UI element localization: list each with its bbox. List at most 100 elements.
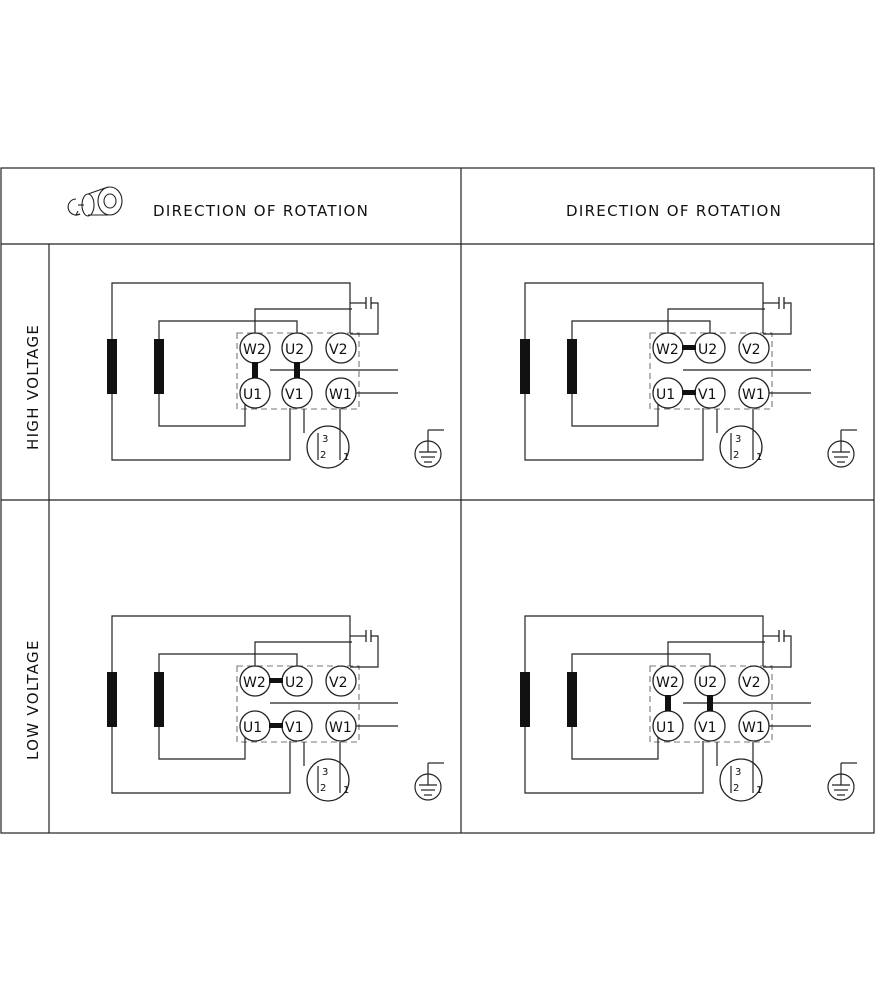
wire-yellow [158,320,298,339]
capacitor-icon [778,630,785,642]
terminal-label-v1: V1 [698,720,716,736]
ground-icon [414,762,444,801]
aux-winding [567,672,577,727]
row-label-high-voltage: HIGH VOLTAGE [24,324,42,450]
terminal-label-v1: V1 [285,387,303,403]
terminal-label-w1: W1 [742,387,765,403]
thermal-protector-icon: 3 2 1 [306,758,350,802]
header-row: DIRECTION OF ROTATION DIRECTION OF ROTAT… [67,186,781,220]
terminal-v2 [325,332,357,364]
main-winding [520,672,530,727]
switch-pin-2: 2 [733,450,739,461]
thermal-protector-icon: 3 2 1 [719,758,763,802]
terminal-label-w2: W2 [243,342,266,358]
switch-pin-2: 2 [320,783,326,794]
terminal-v2 [738,332,770,364]
wire-blue [111,727,291,794]
terminal-label-v1: V1 [698,387,716,403]
switch-pin-1: 1 [343,452,349,463]
switch-pin-3: 3 [322,767,328,778]
wire-black [524,615,764,672]
wire-brown [571,726,659,760]
switch-pin-2: 2 [320,450,326,461]
terminal-v2 [325,665,357,697]
rotation-direction-icon [67,186,123,217]
wire-yellow [158,653,298,672]
wire-capacitor-right [350,635,379,668]
main-winding [107,339,117,394]
switch-pin-3: 3 [735,767,741,778]
aux-winding [154,339,164,394]
thermal-protector-icon: 3 2 1 [719,425,763,469]
wire-black [524,282,764,339]
thermal-protector-icon: 3 2 1 [306,425,350,469]
bridge-w2-u1 [252,362,258,378]
ground-icon [827,762,857,801]
bridge-w2-u2 [682,345,696,350]
wire-yellow [571,653,711,672]
terminal-label-w1: W1 [742,720,765,736]
terminal-label-v2: V2 [329,342,347,358]
wire-brown [571,393,659,427]
terminal-label-u1: U1 [243,387,262,403]
switch-pin-1: 1 [756,785,762,796]
terminal-label-v2: V2 [742,675,760,691]
capacitor-icon [365,630,372,642]
terminal-label-w1: W1 [329,387,352,403]
wire-blue [111,394,291,461]
terminal-label-w2: W2 [243,675,266,691]
ground-icon [414,429,444,468]
switch-pin-1: 1 [756,452,762,463]
terminal-label-u2: U2 [285,342,304,358]
wire-capacitor-right [763,635,792,668]
wire-yellow-w2 [667,641,765,666]
terminal-label-u2: U2 [698,342,717,358]
wire-yellow-w2 [254,641,352,666]
wire-capacitor-right [763,302,792,335]
terminal-label-w2: W2 [656,342,679,358]
wire-blue [524,727,704,794]
terminal-label-w2: W2 [656,675,679,691]
bridge-u1-v1 [269,723,283,728]
terminal-label-v2: V2 [742,342,760,358]
terminal-label-u2: U2 [285,675,304,691]
capacitor-icon [365,297,372,309]
terminal-label-u1: U1 [243,720,262,736]
main-winding [107,672,117,727]
bridge-u1-v1 [682,390,696,395]
capacitor-icon [778,297,785,309]
terminal-label-u2: U2 [698,675,717,691]
wire-yellow-w2 [254,308,352,333]
wire-black [111,282,351,339]
row-label-low-voltage: LOW VOLTAGE [24,639,42,760]
bridge-u2-v1 [707,695,713,711]
terminal-label-v1: V1 [285,720,303,736]
terminal-label-u1: U1 [656,720,675,736]
main-winding [520,339,530,394]
bridge-w2-u1 [665,695,671,711]
terminal-v2 [738,665,770,697]
switch-pin-3: 3 [735,434,741,445]
wire-black [111,615,351,672]
switch-pin-1: 1 [343,785,349,796]
switch-pin-2: 2 [733,783,739,794]
wire-brown [158,726,246,760]
wire-capacitor-right [350,302,379,335]
header-title-left: DIRECTION OF ROTATION [153,202,369,220]
terminal-label-u1: U1 [656,387,675,403]
aux-winding [154,672,164,727]
ground-icon [827,429,857,468]
wire-yellow [571,320,711,339]
table-grid [0,167,875,834]
bridge-w2-u2 [269,678,283,683]
terminal-label-w1: W1 [329,720,352,736]
switch-pin-3: 3 [322,434,328,445]
wire-blue [524,394,704,461]
aux-winding [567,339,577,394]
